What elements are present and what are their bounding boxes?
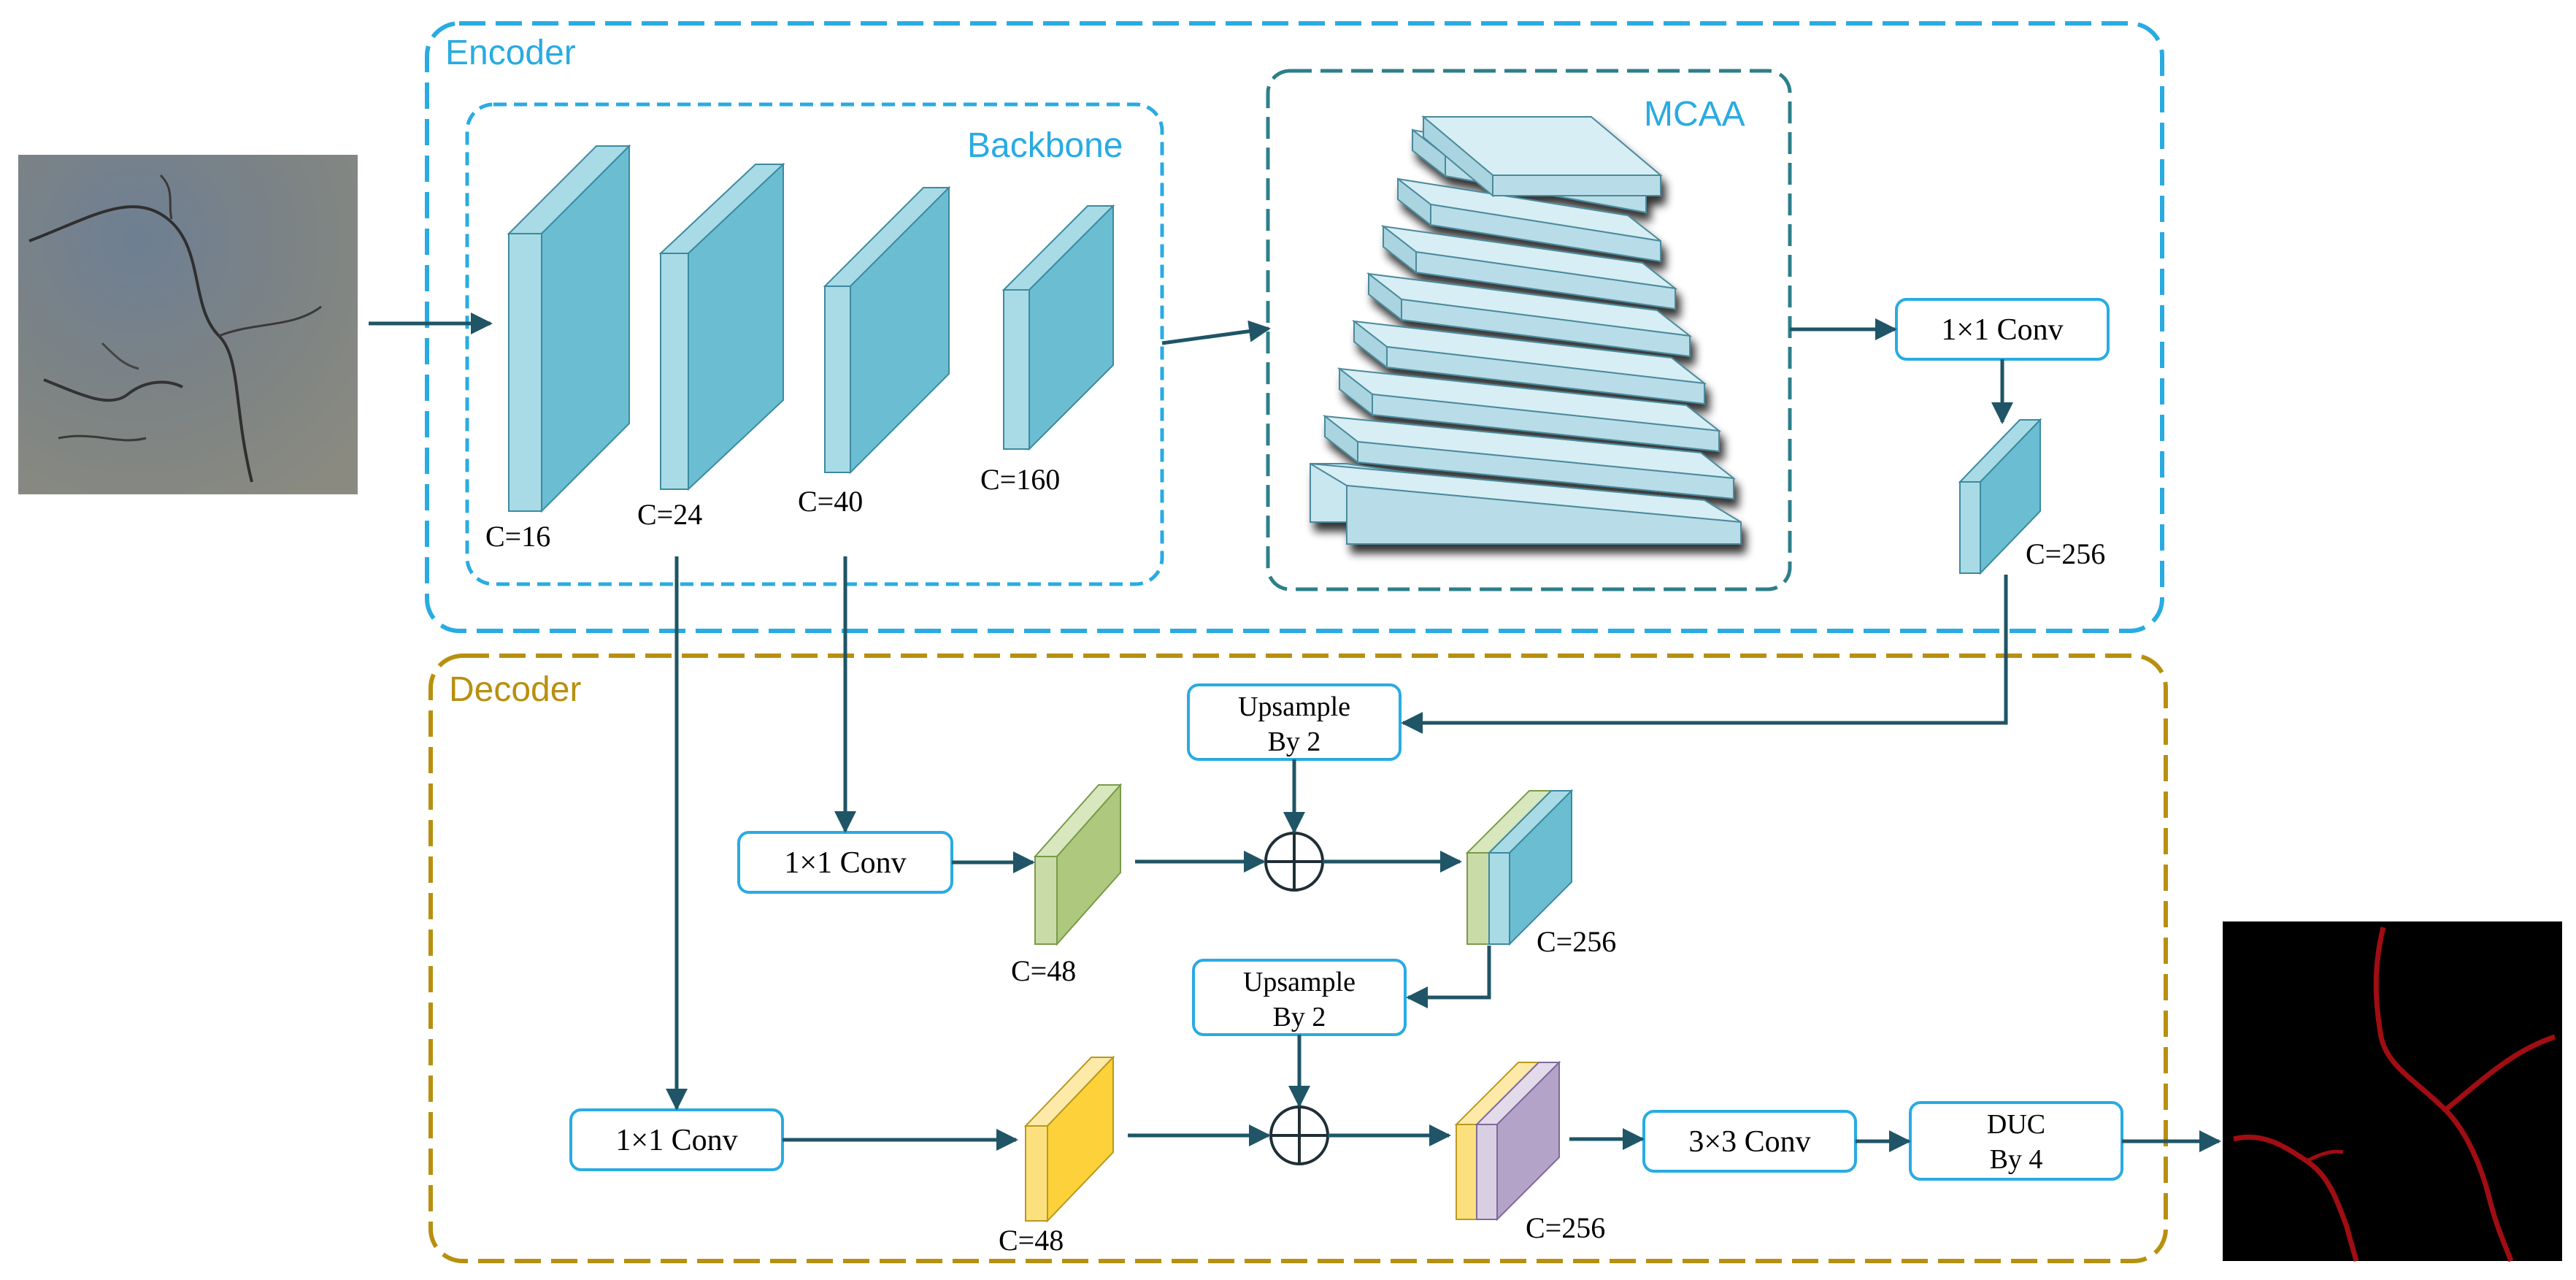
mcaa-title: MCAA [1644, 95, 1745, 134]
upsample-box-2: Upsample By 2 [1192, 959, 1407, 1036]
mcaa-slab-1 [1310, 463, 1742, 545]
head-conv-box: 3×3 Conv [1642, 1110, 1857, 1173]
mcaa-pyramid [1310, 115, 1742, 545]
concat-2-channel: C=256 [1526, 1211, 1605, 1244]
channel-label-c16: C=16 [485, 520, 550, 553]
decoder-frame: Decoder [428, 654, 2168, 1263]
upsample-1-line1: Upsample [1238, 691, 1350, 722]
decoder-conv-box-2: 1×1 Conv [569, 1108, 784, 1171]
add-node-1 [1264, 832, 1324, 892]
upsample-2-line2: By 2 [1273, 1002, 1326, 1032]
encoder-output-block [1958, 418, 2042, 575]
connectors [369, 313, 2221, 1152]
mcaa-slab-7 [1397, 177, 1661, 263]
backbone-block-c16 [507, 144, 631, 513]
duc-line1: DUC [1987, 1109, 2045, 1140]
backbone-block-c40 [823, 185, 951, 475]
mcaa-slab-9 [1421, 115, 1663, 198]
concat-block-1 [1465, 789, 1574, 946]
arrow-concat-1-to-upsample-2 [1406, 946, 1491, 1008]
backbone-block-c160 [1001, 204, 1115, 451]
decoder-green-block [1033, 783, 1123, 946]
encoder-conv-label: 1×1 Conv [1941, 313, 2063, 347]
decoder-yellow-channel: C=48 [999, 1224, 1064, 1257]
mcaa-slab-5 [1366, 272, 1693, 358]
arrow-encoder-to-upsample-1 [1401, 575, 2008, 734]
mcaa-slab-6 [1380, 224, 1678, 310]
head-conv-label: 3×3 Conv [1688, 1125, 1810, 1159]
encoder-output-channel: C=256 [2026, 537, 2105, 570]
output-mask-image [2223, 921, 2562, 1262]
duc-box: DUC By 4 [1909, 1101, 2123, 1181]
upsample-1-line2: By 2 [1268, 727, 1321, 757]
channel-label-c160: C=160 [980, 463, 1060, 496]
encoder-title: Encoder [445, 34, 576, 72]
backbone-frame: Backbone [465, 102, 1164, 586]
upsample-2-line1: Upsample [1243, 967, 1356, 997]
concat-block-2 [1454, 1060, 1561, 1222]
upsample-box-1: Upsample By 2 [1187, 683, 1402, 761]
decoder-green-channel: C=48 [1011, 954, 1076, 987]
add-node-2 [1269, 1105, 1329, 1165]
mcaa-slab-4 [1351, 319, 1707, 405]
concat-1-channel: C=256 [1537, 925, 1616, 958]
mcaa-slab-2 [1322, 414, 1737, 500]
decoder-conv-box-1: 1×1 Conv [737, 831, 953, 894]
backbone-title: Backbone [967, 126, 1123, 165]
duc-line2: By 4 [1990, 1144, 2043, 1175]
decoder-conv-1-label: 1×1 Conv [784, 846, 906, 880]
decoder-conv-2-label: 1×1 Conv [615, 1124, 737, 1157]
channel-label-c24: C=24 [637, 498, 702, 531]
arrow-backbone-to-mcaa [1161, 320, 1271, 345]
encoder-frame: Encoder [425, 21, 2164, 633]
channel-label-c40: C=40 [798, 485, 863, 518]
encoder-conv-box: 1×1 Conv [1895, 298, 2110, 361]
decoder-title: Decoder [449, 670, 581, 709]
decoder-yellow-block [1023, 1055, 1115, 1223]
input-image [18, 155, 358, 494]
mcaa-slab-3 [1337, 367, 1722, 453]
backbone-block-c24 [658, 162, 785, 491]
